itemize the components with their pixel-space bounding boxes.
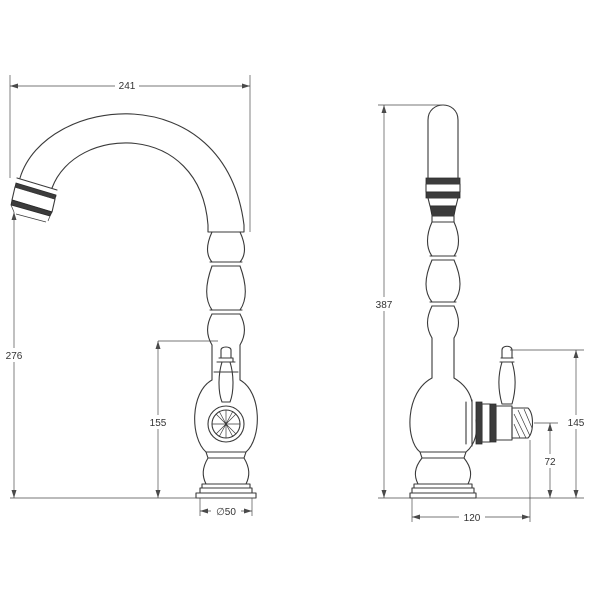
front-height-label: 276 (6, 351, 23, 362)
side-body (409, 377, 478, 499)
front-spout (10, 113, 245, 226)
front-handle-height-label: 155 (150, 418, 167, 429)
front-body (194, 379, 258, 459)
side-depth-label: 120 (464, 513, 481, 524)
side-column (425, 221, 461, 379)
side-handle-height-dimension: 145 (476, 349, 588, 499)
front-base-diameter-dimension: ∅50 (199, 498, 253, 518)
front-width-label: 241 (119, 81, 136, 92)
side-height-dimension: 387 (370, 104, 444, 499)
side-depth-dimension: 120 (411, 440, 531, 524)
front-handle-height-dimension: 155 (146, 340, 218, 498)
front-height-dimension: 276 (2, 212, 256, 499)
front-width-dimension: 241 (9, 75, 251, 232)
front-base (195, 457, 257, 499)
side-height-label: 387 (376, 300, 393, 311)
front-handle (213, 346, 239, 403)
side-view: 387 145 72 120 (370, 104, 588, 524)
side-outlet-height-label: 72 (544, 457, 556, 468)
side-handle-height-label: 145 (568, 418, 585, 429)
front-view: 241 276 155 ∅50 (2, 75, 258, 518)
side-spout (425, 104, 461, 223)
front-base-diameter-label: ∅50 (216, 507, 236, 518)
side-outlet-height-dimension: 72 (534, 422, 560, 498)
front-column (206, 224, 246, 381)
side-handle (465, 345, 534, 447)
